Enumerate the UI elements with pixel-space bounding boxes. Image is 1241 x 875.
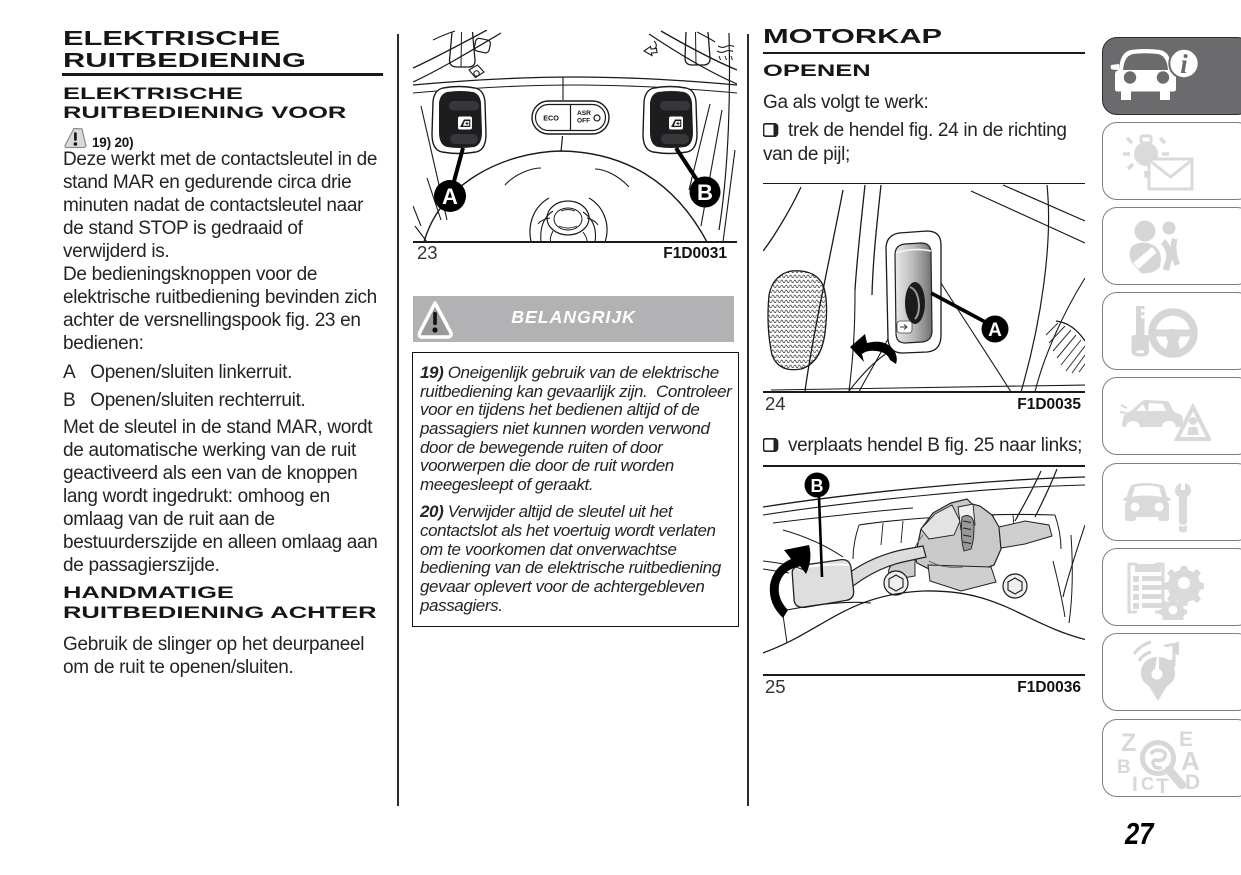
svg-text:A: A (442, 184, 458, 209)
svg-text:ASR: ASR (577, 110, 591, 117)
svg-text:ECO: ECO (543, 114, 559, 123)
svg-text:Z: Z (1121, 729, 1136, 757)
svg-text:D: D (1185, 771, 1200, 793)
svg-text:OFF: OFF (577, 118, 590, 125)
svg-text:A: A (1181, 746, 1200, 776)
svg-text:E: E (1179, 728, 1193, 751)
svg-text:I: I (1132, 773, 1138, 793)
svg-text:C: C (1141, 774, 1154, 793)
svg-text:T: T (1156, 775, 1169, 793)
svg-text:A: A (988, 320, 1002, 341)
svg-text:B: B (811, 476, 824, 496)
svg-text:B: B (697, 180, 713, 205)
svg-text:B: B (1117, 757, 1131, 778)
svg-text:i: i (1180, 49, 1188, 79)
